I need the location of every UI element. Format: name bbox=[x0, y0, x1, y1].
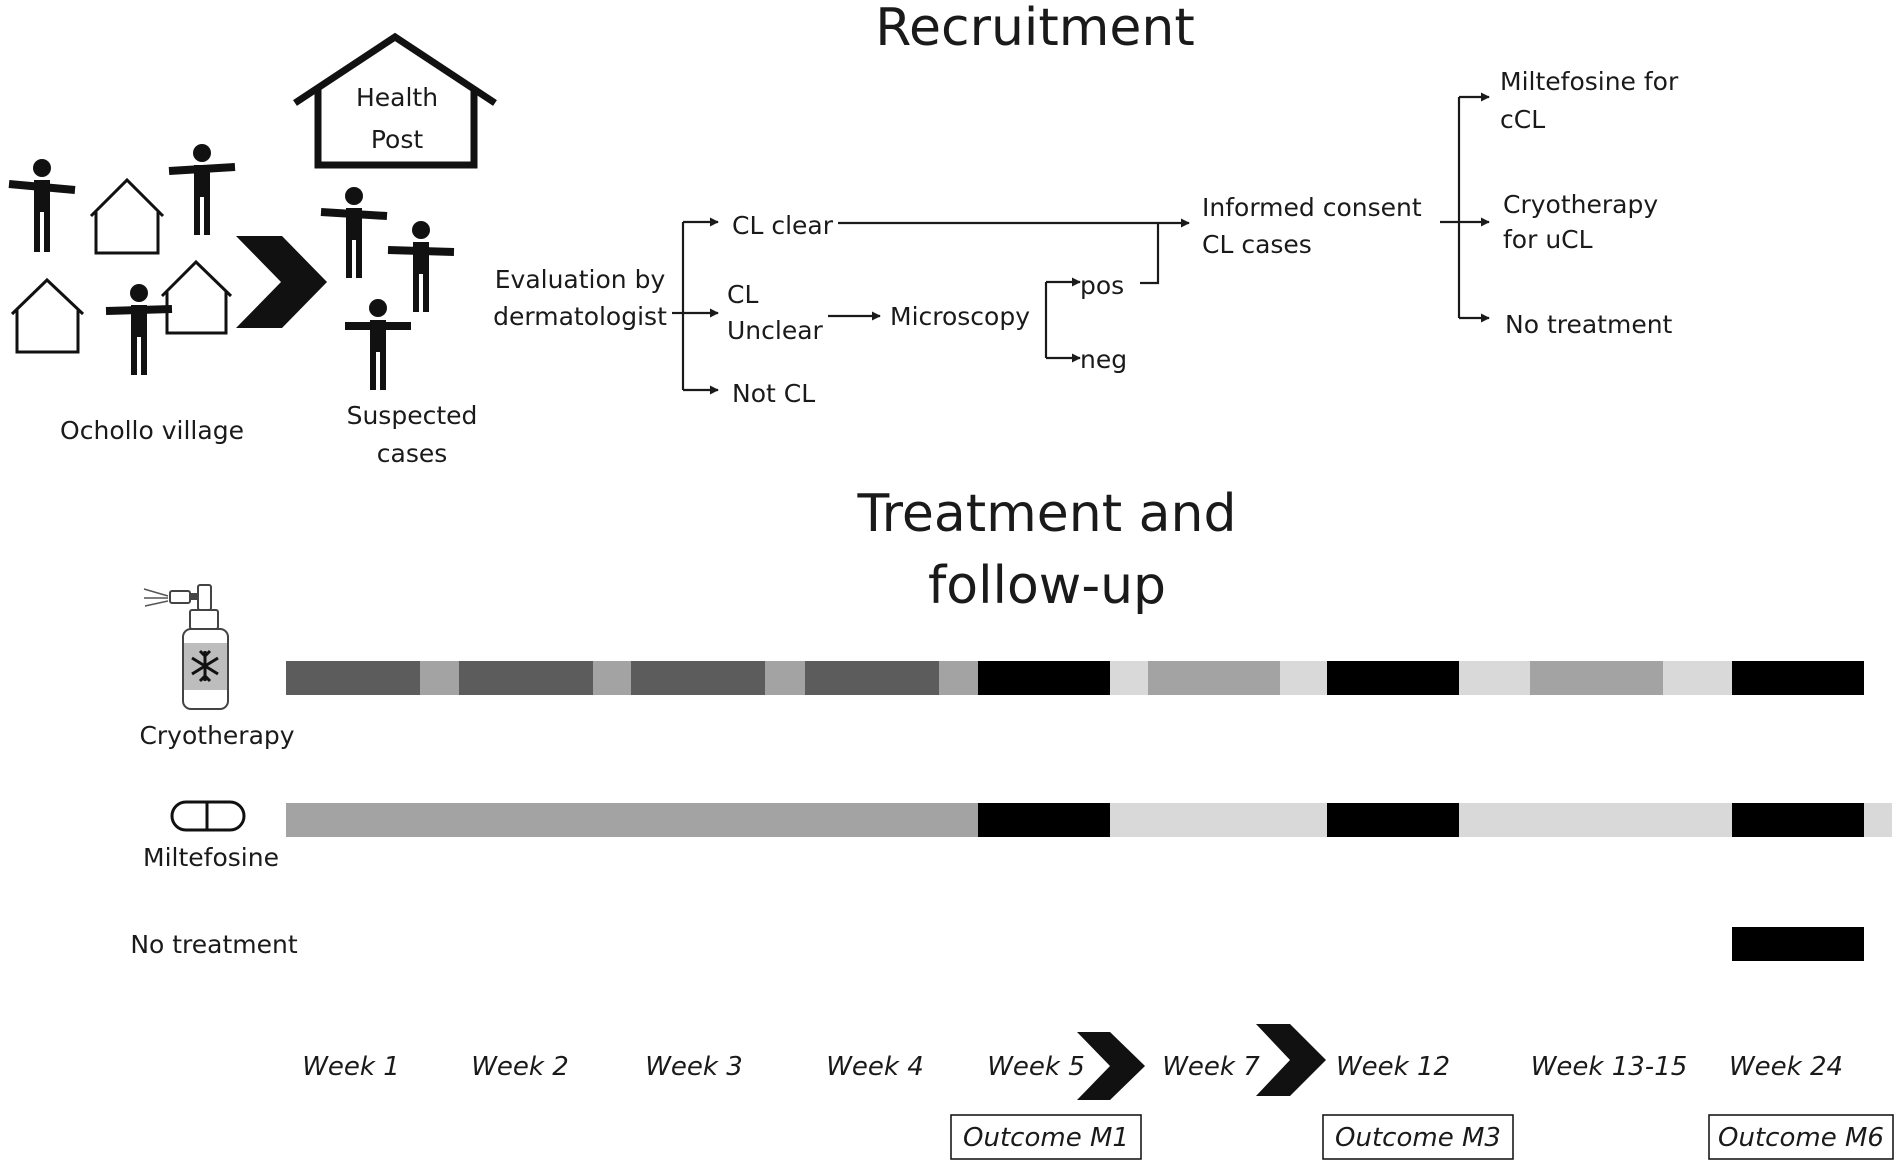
village-label: Ochollo village bbox=[60, 416, 244, 445]
miltefosine-ccl-label: cCL bbox=[1500, 105, 1545, 134]
week-label: Week 12 bbox=[1336, 1052, 1450, 1082]
person-icon bbox=[387, 221, 455, 312]
cryo-interval-segment bbox=[1148, 661, 1280, 695]
microscopy-label: Microscopy bbox=[890, 302, 1030, 331]
cryo-interval-segment bbox=[765, 661, 805, 695]
week-label: Week 3 bbox=[645, 1052, 743, 1082]
cryo-followup-segment bbox=[1110, 661, 1148, 695]
cryo-outcome-segment bbox=[1732, 661, 1864, 695]
neg-label: neg bbox=[1080, 345, 1127, 374]
not-cl-label: Not CL bbox=[732, 379, 815, 408]
week-label: Week 2 bbox=[471, 1052, 569, 1082]
big-chevron-arrow bbox=[236, 236, 327, 328]
person-icon bbox=[105, 284, 173, 375]
cryo-followup-segment bbox=[1663, 661, 1732, 695]
treatment-title: Treatment and bbox=[857, 484, 1237, 544]
evaluation-label: dermatologist bbox=[493, 302, 667, 331]
no-treatment-branch-label: No treatment bbox=[1505, 310, 1673, 339]
treatment-title: follow-up bbox=[928, 556, 1166, 616]
cryo-treatment-segment bbox=[286, 661, 420, 695]
week-label: Week 5 bbox=[987, 1052, 1085, 1082]
health-post-label: Post bbox=[371, 125, 424, 154]
cryo-interval-segment bbox=[939, 661, 978, 695]
pos-label: pos bbox=[1080, 271, 1124, 300]
row-label-miltefosine: Miltefosine bbox=[143, 843, 279, 872]
miltefosine-outcome-segment bbox=[978, 803, 1110, 837]
timeline-bars bbox=[286, 661, 1892, 961]
house-icon bbox=[10, 177, 233, 354]
health-post-label: Health bbox=[356, 83, 438, 112]
outcome-label: Outcome M3 bbox=[1335, 1123, 1501, 1153]
outcome-box bbox=[1708, 1114, 1894, 1160]
cl-unclear-label: Unclear bbox=[727, 316, 824, 345]
chevron-arrow-icon bbox=[1256, 1024, 1326, 1096]
consent-label: CL cases bbox=[1202, 230, 1312, 259]
microscopy-branch bbox=[1044, 223, 1160, 363]
cryo-followup-segment bbox=[1280, 661, 1327, 695]
cryo-interval-segment bbox=[420, 661, 459, 695]
evaluation-branch bbox=[672, 217, 719, 395]
outcome-box bbox=[950, 1114, 1142, 1160]
health-post-icon bbox=[293, 32, 497, 169]
outcome-label: Outcome M6 bbox=[1718, 1123, 1884, 1153]
cryo-treatment-segment bbox=[459, 661, 593, 695]
consent-label: Informed consent bbox=[1202, 193, 1422, 222]
row-label-cryotherapy: Cryotherapy bbox=[139, 721, 294, 750]
treatment-branch bbox=[1440, 92, 1490, 323]
evaluation-label: Evaluation by bbox=[495, 265, 666, 294]
miltefosine-outcome-segment bbox=[1327, 803, 1459, 837]
person-icon bbox=[320, 187, 388, 278]
cryo-treatment-segment bbox=[805, 661, 939, 695]
week-label: Week 24 bbox=[1729, 1052, 1843, 1082]
miltefosine-treatment-segment bbox=[286, 803, 978, 837]
week-label: Week 4 bbox=[826, 1052, 924, 1082]
outcome-boxes: Outcome M1 Outcome M3 Outcome M6 bbox=[950, 1114, 1894, 1160]
cryo-outcome-segment bbox=[978, 661, 1110, 695]
miltefosine-ccl-label: Miltefosine for bbox=[1500, 67, 1679, 96]
cryo-ucl-label: for uCL bbox=[1503, 225, 1593, 254]
recruitment-title: Recruitment bbox=[875, 0, 1195, 58]
miltefosine-followup-segment bbox=[1110, 803, 1327, 837]
outcome-label: Outcome M1 bbox=[963, 1123, 1129, 1153]
week-label: Week 7 bbox=[1162, 1052, 1260, 1082]
cl-clear-label: CL clear bbox=[732, 211, 834, 240]
cryo-interval-segment bbox=[593, 661, 631, 695]
chevron-arrow-icon bbox=[1077, 1032, 1145, 1100]
cl-unclear-label: CL bbox=[727, 280, 758, 309]
week-label: Week 13-15 bbox=[1531, 1052, 1688, 1082]
suspected-label: Suspected bbox=[347, 401, 478, 430]
cryo-followup-segment bbox=[1459, 661, 1530, 695]
no-treatment-outcome-segment bbox=[1732, 927, 1864, 961]
miltefosine-outcome-segment bbox=[1732, 803, 1864, 837]
week-axis: Week 1 Week 2 Week 3 Week 4 Week 5 Week … bbox=[302, 1052, 1843, 1082]
row-label-no-treatment: No treatment bbox=[130, 930, 298, 959]
village-illustration bbox=[8, 144, 236, 375]
person-icon bbox=[345, 299, 411, 390]
cryo-interval-segment bbox=[1530, 661, 1663, 695]
person-icon bbox=[168, 144, 236, 235]
cryo-ucl-label: Cryotherapy bbox=[1503, 190, 1658, 219]
spray-bottle-snowflake-icon bbox=[143, 584, 229, 710]
cryo-outcome-segment bbox=[1327, 661, 1459, 695]
capsule-icon bbox=[170, 800, 246, 832]
outcome-box bbox=[1322, 1114, 1514, 1160]
miltefosine-followup-segment bbox=[1459, 803, 1732, 837]
week-label: Week 1 bbox=[302, 1052, 400, 1082]
suspected-label: cases bbox=[377, 439, 448, 468]
miltefosine-followup-segment bbox=[1864, 803, 1892, 837]
person-icon bbox=[8, 159, 76, 252]
cryo-treatment-segment bbox=[631, 661, 765, 695]
suspected-people bbox=[320, 187, 455, 390]
